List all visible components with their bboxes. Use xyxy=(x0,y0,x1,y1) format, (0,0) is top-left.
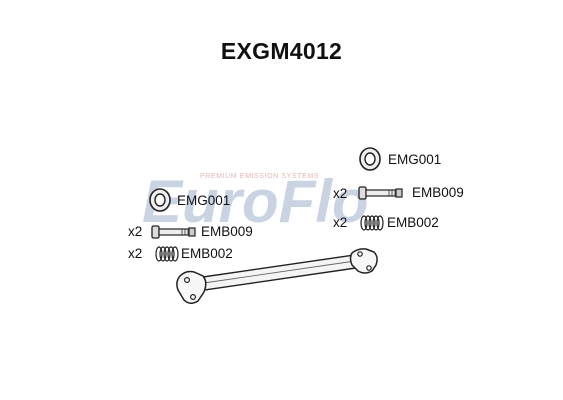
flange-right-icon xyxy=(349,248,378,274)
exhaust-pipe xyxy=(176,248,378,304)
bolt-left-code: EMB009 xyxy=(201,224,253,239)
bolt-icon xyxy=(358,186,403,200)
euroflo-watermark: EuroFlo PREMIUM EMISSION SYSTEMS xyxy=(142,168,369,235)
watermark-tagline: PREMIUM EMISSION SYSTEMS xyxy=(200,173,319,180)
flange-left-icon xyxy=(176,270,207,304)
spring-right: x2 EMB002 xyxy=(333,215,439,231)
gasket-left-code: EMG001 xyxy=(177,193,230,208)
spring-icon xyxy=(155,246,179,262)
gasket-left: EMG001 xyxy=(149,188,230,212)
spring-left-code: EMB002 xyxy=(181,246,233,261)
gasket-right: EMG001 xyxy=(359,147,441,171)
watermark-brand: EuroFlo xyxy=(142,168,369,235)
bolt-right-code: EMB009 xyxy=(412,185,464,200)
bolt-icon xyxy=(151,225,196,239)
spring-right-code: EMB002 xyxy=(387,215,439,230)
bolt-right: x2 EMB009 xyxy=(333,185,464,201)
gasket-icon xyxy=(359,147,381,171)
bolt-right-qty: x2 xyxy=(333,186,347,201)
spring-right-qty: x2 xyxy=(333,215,347,230)
spring-left: x2 EMB002 xyxy=(128,246,233,262)
gasket-icon xyxy=(149,188,171,212)
bolt-left: x2 EMB009 xyxy=(128,224,253,239)
product-code-title: EXGM4012 xyxy=(220,38,343,64)
spring-icon xyxy=(360,215,384,231)
gasket-right-code: EMG001 xyxy=(388,152,441,167)
spring-left-qty: x2 xyxy=(128,246,142,261)
bolt-left-qty: x2 xyxy=(128,224,142,239)
